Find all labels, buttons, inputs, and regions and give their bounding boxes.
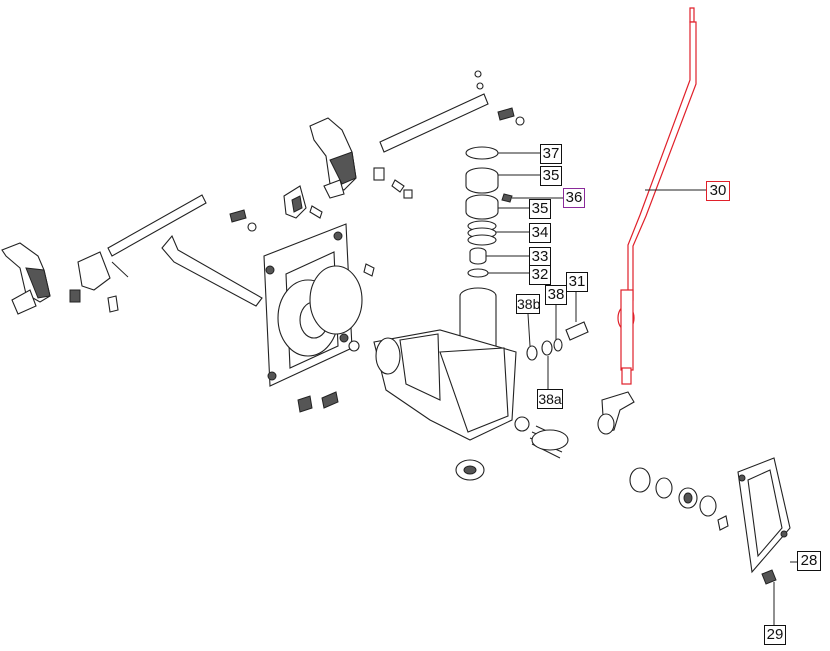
callout-32[interactable]: 32 bbox=[529, 265, 551, 285]
callout-35-upper[interactable]: 35 bbox=[540, 166, 562, 186]
bearing-set bbox=[629, 467, 729, 531]
callout-38b[interactable]: 38b bbox=[516, 294, 541, 314]
gearbox-housing bbox=[373, 287, 517, 481]
leader-lines bbox=[486, 152, 797, 625]
callout-35-lower[interactable]: 35 bbox=[529, 199, 551, 219]
lever-end bbox=[597, 391, 635, 435]
shift-rod-upper bbox=[379, 70, 525, 153]
shift-fork-left bbox=[1, 242, 51, 315]
shift-rod-lower-left bbox=[69, 194, 207, 313]
shift-fork-upper bbox=[309, 117, 385, 199]
selector-bracket bbox=[283, 185, 307, 219]
callout-38[interactable]: 38 bbox=[545, 285, 567, 305]
callout-36[interactable]: 36 bbox=[563, 188, 585, 208]
callout-33[interactable]: 33 bbox=[529, 247, 551, 267]
spring bbox=[529, 425, 569, 459]
shift-lever-part-30[interactable] bbox=[617, 7, 706, 385]
callout-31[interactable]: 31 bbox=[566, 272, 588, 292]
parts-stack bbox=[465, 146, 513, 278]
callout-30[interactable]: 30 bbox=[706, 181, 730, 201]
callout-28[interactable]: 28 bbox=[797, 551, 821, 571]
mounting-plate bbox=[263, 223, 363, 413]
callout-34[interactable]: 34 bbox=[529, 223, 551, 243]
small-pins-springs bbox=[229, 179, 413, 277]
callout-37[interactable]: 37 bbox=[540, 144, 562, 164]
main-shaft bbox=[161, 234, 263, 307]
callout-38a[interactable]: 38a bbox=[537, 389, 563, 409]
washers bbox=[514, 321, 589, 432]
callout-29[interactable]: 29 bbox=[764, 625, 786, 645]
cover-plate bbox=[737, 457, 791, 585]
